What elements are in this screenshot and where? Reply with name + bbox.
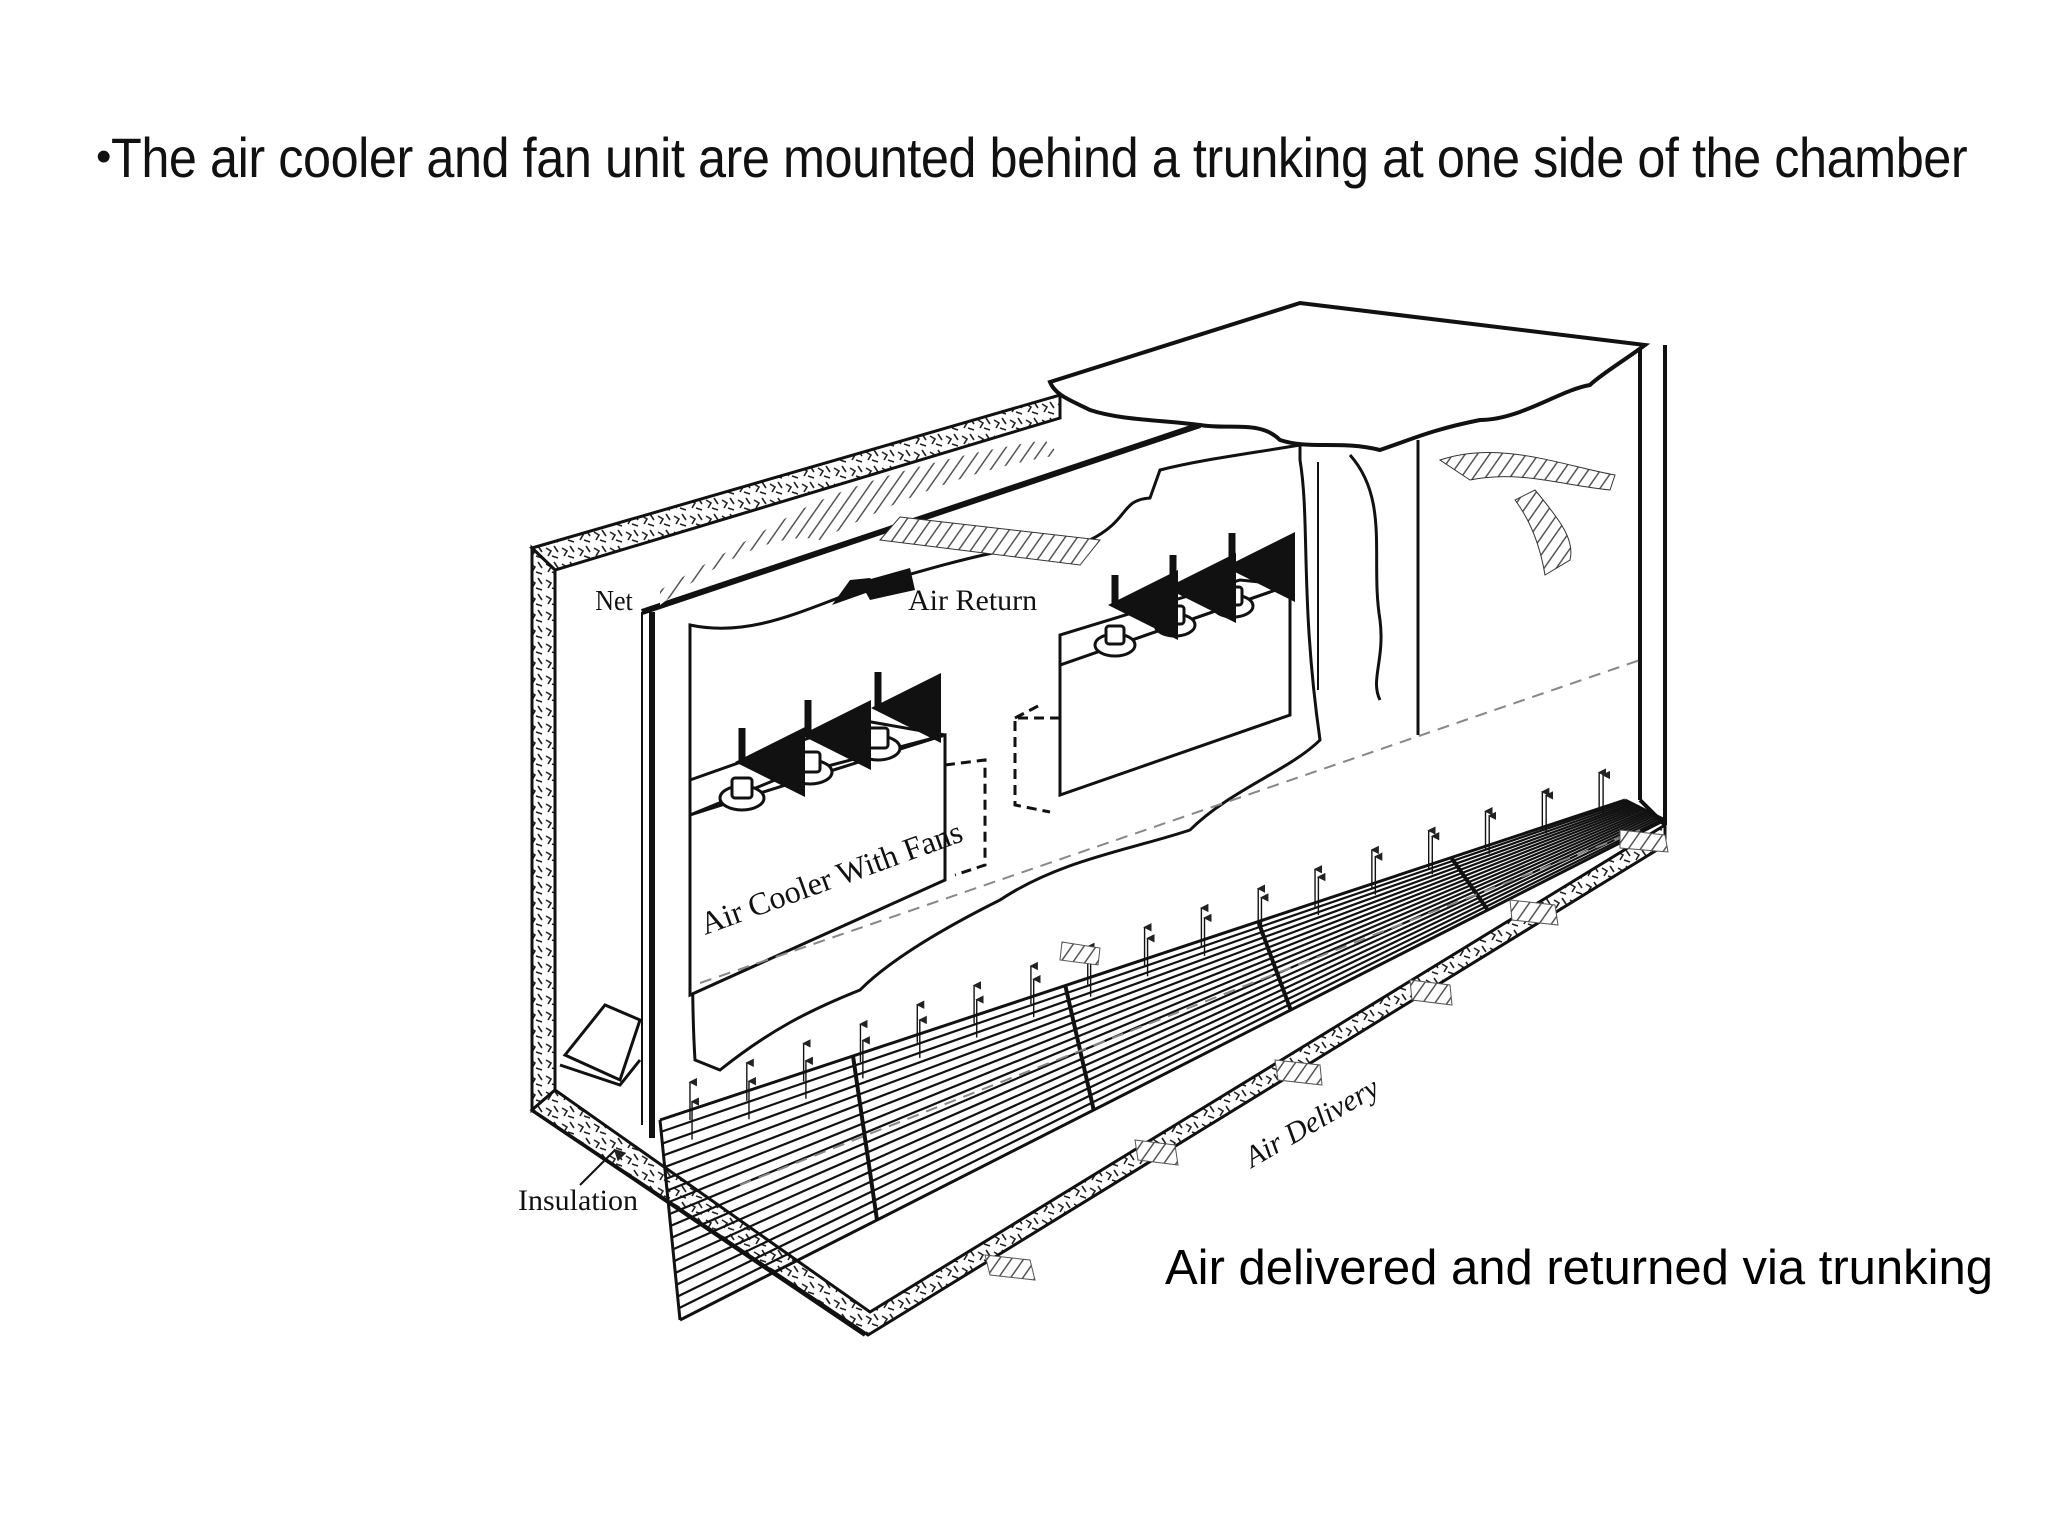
floor-slat [677,816,1661,1298]
delivery-arrows [984,829,1669,1281]
floor-edge [658,1119,682,1321]
bullet-point: • [96,132,112,181]
right-return-arrow [1438,451,1616,491]
floor-edge [679,818,1666,1322]
floor-block [559,1003,642,1087]
slatted-floor [658,768,1666,1322]
slide-heading: The air cooler and fan unit are mounted … [111,125,1968,189]
floor-slat [663,802,1633,1157]
diagram-caption: Air delivered and returned via trunking [1165,1241,1994,1295]
floor-slat [672,811,1652,1251]
floor-slat [666,806,1640,1192]
floor-edge [659,798,1626,1122]
floor-slat [675,815,1659,1286]
floor-slat [661,801,1631,1145]
right-end-wall [1638,345,1667,825]
ceiling-piece [1047,300,1651,453]
trunking-panel-edge [641,422,1201,1138]
floor-slat [674,814,1657,1274]
insulation-pointer [579,1148,627,1186]
air-return-label: Air Return [908,584,1037,617]
floor-slat [678,817,1664,1310]
left-wall-insulation [530,544,557,1114]
slide-heading-row: • The air cooler and fan unit are mounte… [96,112,1996,202]
floor-crossbeam [1256,920,1293,1011]
net-label: Net [595,585,633,616]
floor-crossbeam [1063,985,1096,1111]
air-return-band [879,516,1101,566]
net-hatch [660,440,1060,605]
floor-slat [665,804,1638,1180]
air-return-arrow [832,568,915,605]
floor-slat [667,807,1642,1204]
floor-slat [670,809,1647,1227]
floor-slat [671,810,1649,1239]
insulation-label: Insulation [518,1184,638,1217]
floor-crossbeam [851,1055,879,1221]
airflow-down-arrows [735,532,1295,797]
floor-slat [660,800,1628,1133]
floor-slat [664,803,1635,1169]
floor-crossbeam [1449,856,1490,912]
floor-slat [668,808,1645,1216]
